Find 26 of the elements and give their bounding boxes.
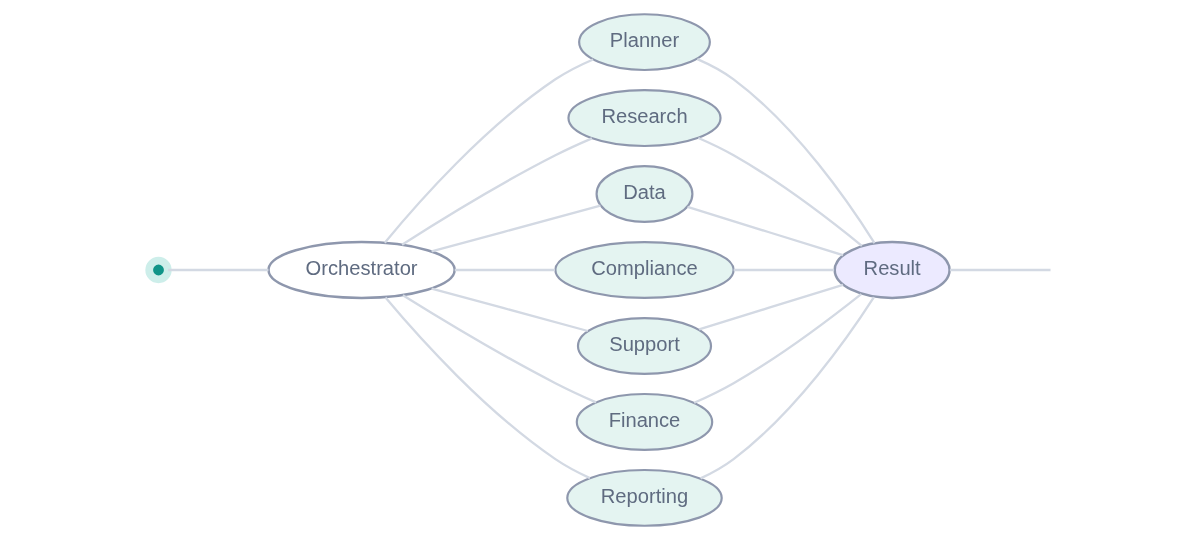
connector xyxy=(697,136,863,247)
connector xyxy=(401,294,597,404)
connector xyxy=(454,268,555,272)
node-ellipse: Compliance xyxy=(553,241,735,299)
connector xyxy=(384,296,590,480)
connector xyxy=(400,137,592,246)
node-ellipse: Data xyxy=(595,165,693,224)
connector xyxy=(696,58,875,244)
connector xyxy=(693,293,862,404)
node-circle xyxy=(144,256,172,284)
connector xyxy=(686,205,843,257)
node-ellipse: Research xyxy=(566,89,722,148)
connector xyxy=(430,204,601,253)
connector xyxy=(733,268,834,272)
node-ellipse: Support xyxy=(576,316,712,375)
connector xyxy=(430,287,588,333)
node-ellipse: Reporting xyxy=(565,468,723,527)
node-ellipse: Planner xyxy=(577,13,711,72)
node-ellipse: Result xyxy=(833,240,951,300)
node-ellipse: Orchestrator xyxy=(266,240,456,300)
connector xyxy=(383,58,594,244)
connector xyxy=(698,283,843,331)
connector xyxy=(949,268,1051,272)
connector xyxy=(699,296,875,480)
connector xyxy=(167,268,268,272)
node-ellipse: Finance xyxy=(575,392,713,451)
